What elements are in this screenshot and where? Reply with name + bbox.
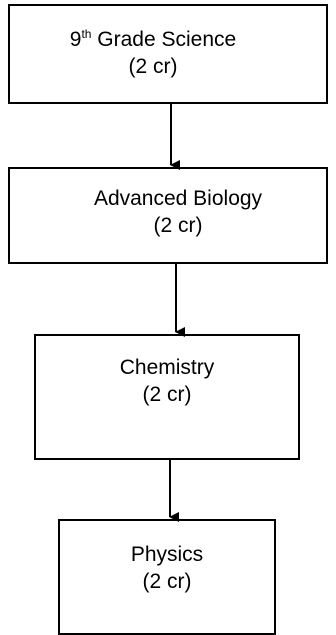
node-chemistry-title: Chemistry — [119, 356, 215, 379]
node-physics-credits: (2 cr) — [142, 570, 192, 593]
node-9th-grade-science-title: 9th Grade Science — [69, 27, 237, 51]
node-chemistry-credits: (2 cr) — [142, 383, 192, 406]
node-physics-text: Physics (2 cr) — [60, 541, 274, 595]
node-physics-title: Physics — [130, 543, 204, 566]
node-advanced-biology-title: Advanced Biology — [93, 187, 263, 210]
node-advanced-biology: Advanced Biology (2 cr) — [8, 167, 328, 264]
node-advanced-biology-credits: (2 cr) — [153, 214, 203, 237]
node-chemistry: Chemistry (2 cr) — [34, 334, 300, 460]
node-9th-grade-science-credits: (2 cr) — [128, 55, 178, 78]
node-chemistry-text: Chemistry (2 cr) — [36, 354, 298, 408]
node-9th-grade-science: 9th Grade Science (2 cr) — [8, 4, 328, 104]
node-advanced-biology-text: Advanced Biology (2 cr) — [10, 185, 326, 239]
node-9th-grade-science-text: 9th Grade Science (2 cr) — [10, 26, 326, 80]
node-physics: Physics (2 cr) — [58, 519, 276, 635]
